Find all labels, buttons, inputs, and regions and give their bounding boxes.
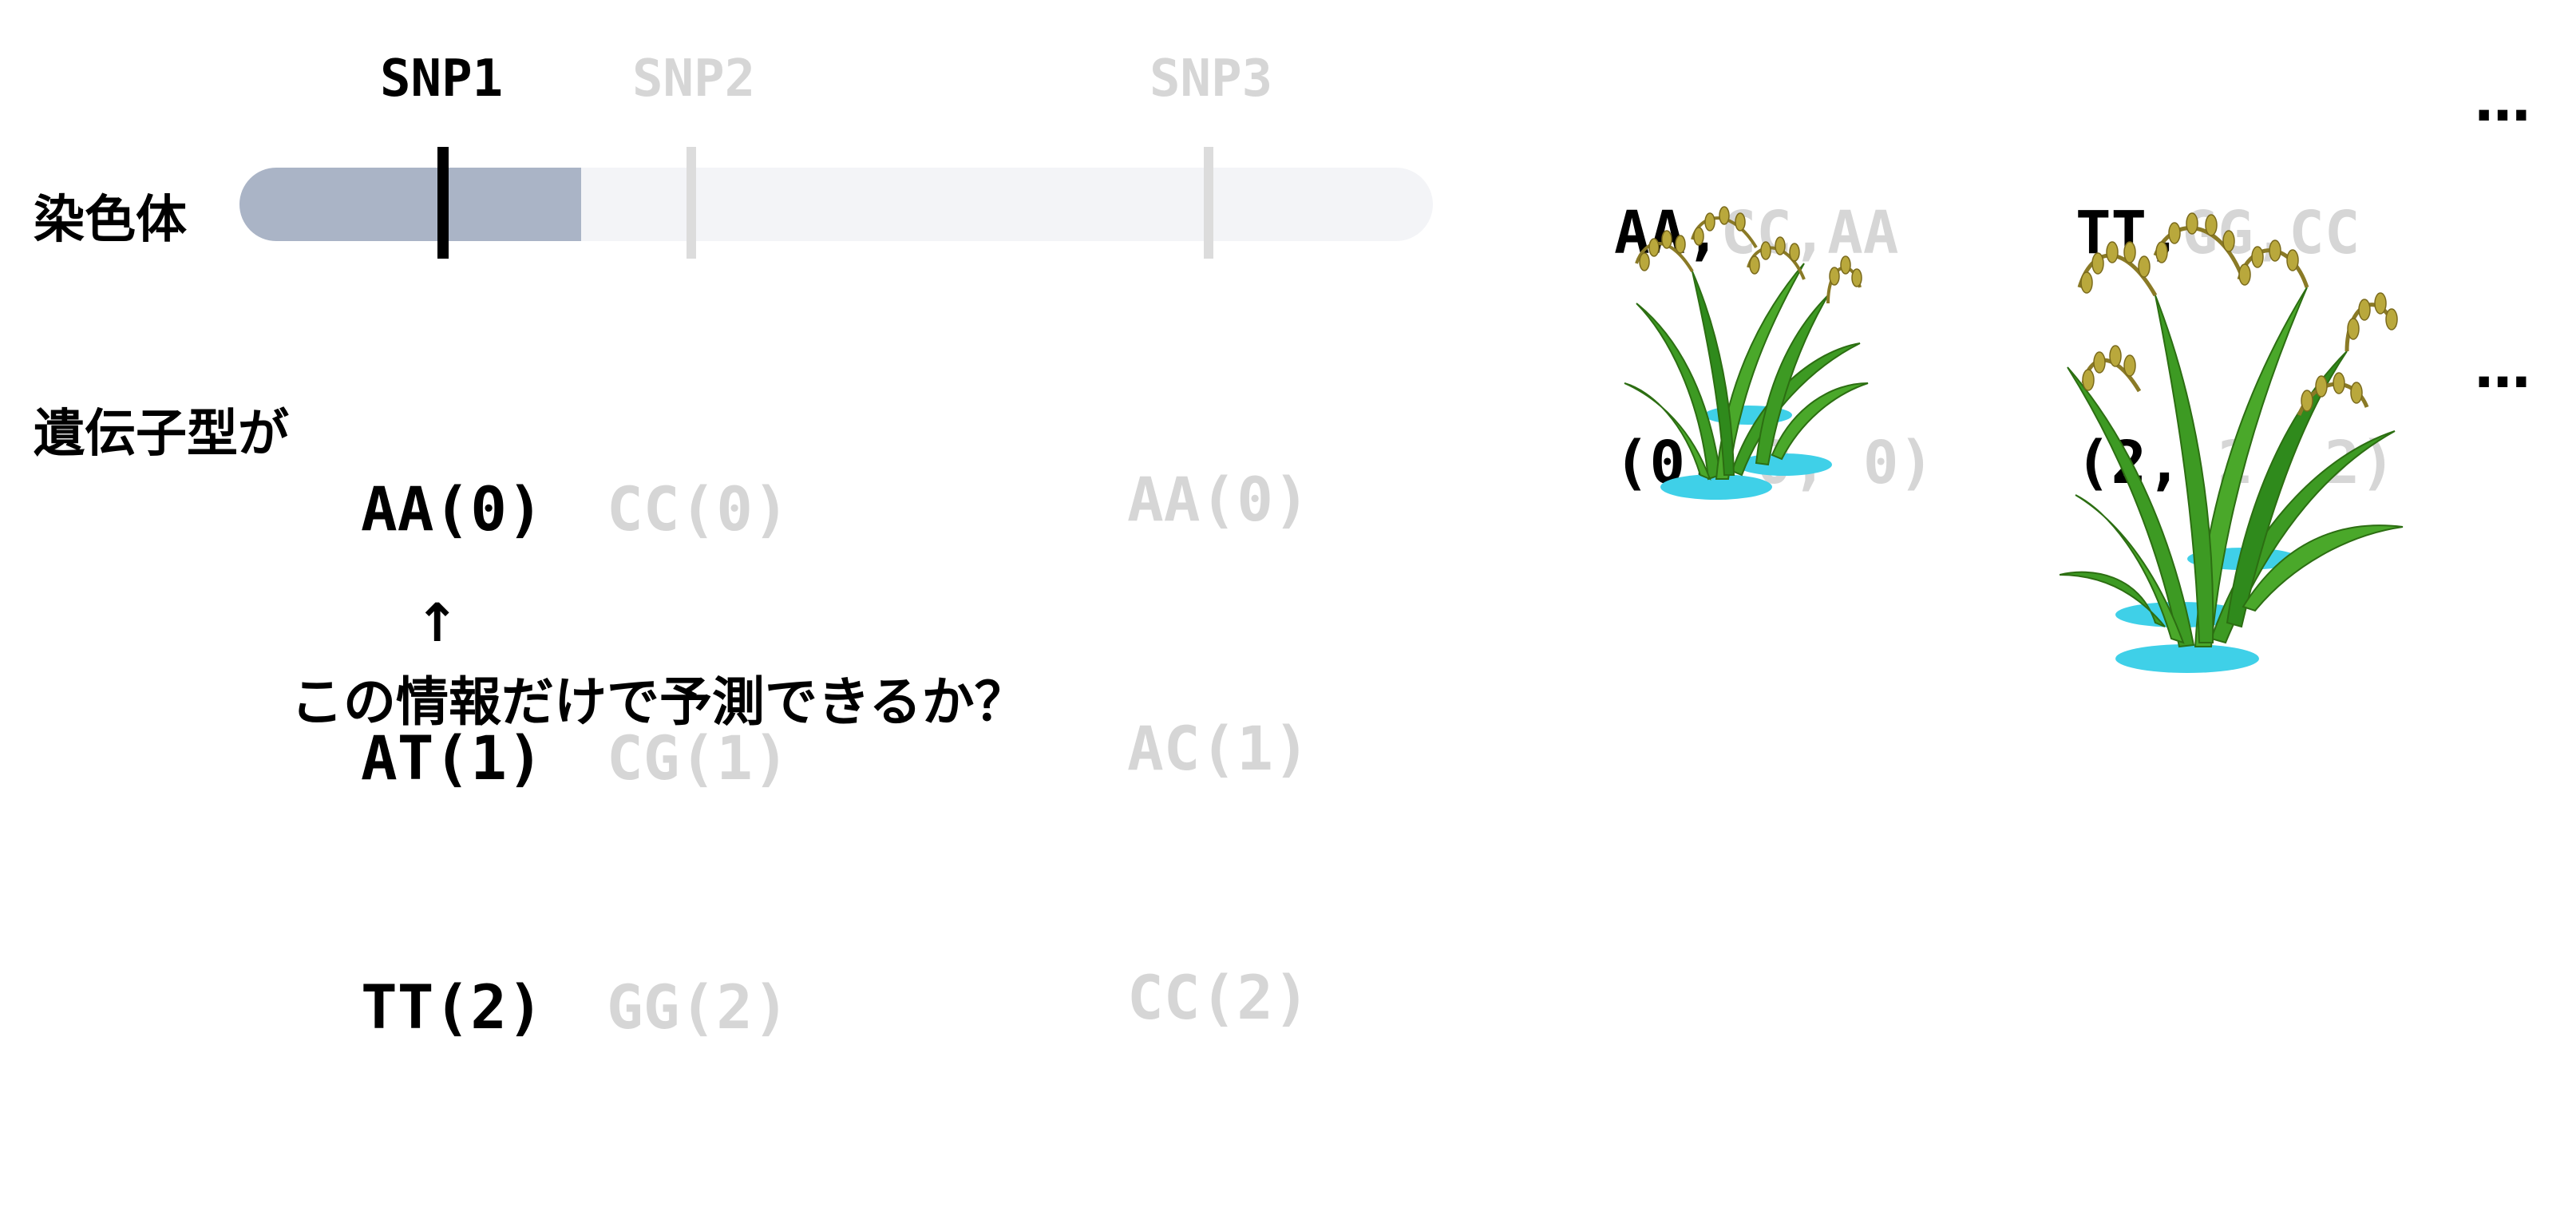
genotype-item: CC(2) — [1127, 962, 1310, 1033]
genotype-row-label: 遺伝子型が — [34, 405, 289, 464]
genotype-item: GG(2) — [607, 972, 789, 1043]
genotype-item: AC(1) — [1127, 713, 1310, 784]
snp2-label: SNP2 — [632, 49, 756, 109]
chromosome-bar-highlight — [239, 168, 581, 241]
snp1-genotypes: AA(0) AT(1) TT(2) — [361, 302, 544, 1215]
genotype-item: TT(2) — [361, 972, 544, 1043]
snp1-label: SNP1 — [380, 49, 504, 109]
snp3-label: SNP3 — [1150, 49, 1273, 109]
chromosome-label: 染色体 — [34, 191, 187, 250]
rice-plant-large-icon — [2060, 212, 2404, 673]
question-text: この情報だけで予測できるか？ — [291, 671, 1027, 733]
genotype-item: AA(0) — [1127, 464, 1310, 535]
snp2-marker — [687, 147, 696, 259]
snp1-marker — [437, 147, 449, 259]
rice-plant-small-icon — [1624, 206, 1869, 500]
genotype-item: AA(0) — [361, 473, 544, 544]
snp3-marker — [1204, 147, 1213, 259]
ellipsis-middle: … — [2475, 335, 2532, 401]
ellipsis-top: … — [2475, 69, 2532, 134]
up-arrow-icon: ↑ — [415, 592, 460, 654]
genotype-item: CC(0) — [607, 473, 789, 544]
faded-region — [581, 24, 1447, 559]
plant1-allele-rest: CC,AA — [1720, 199, 1899, 267]
